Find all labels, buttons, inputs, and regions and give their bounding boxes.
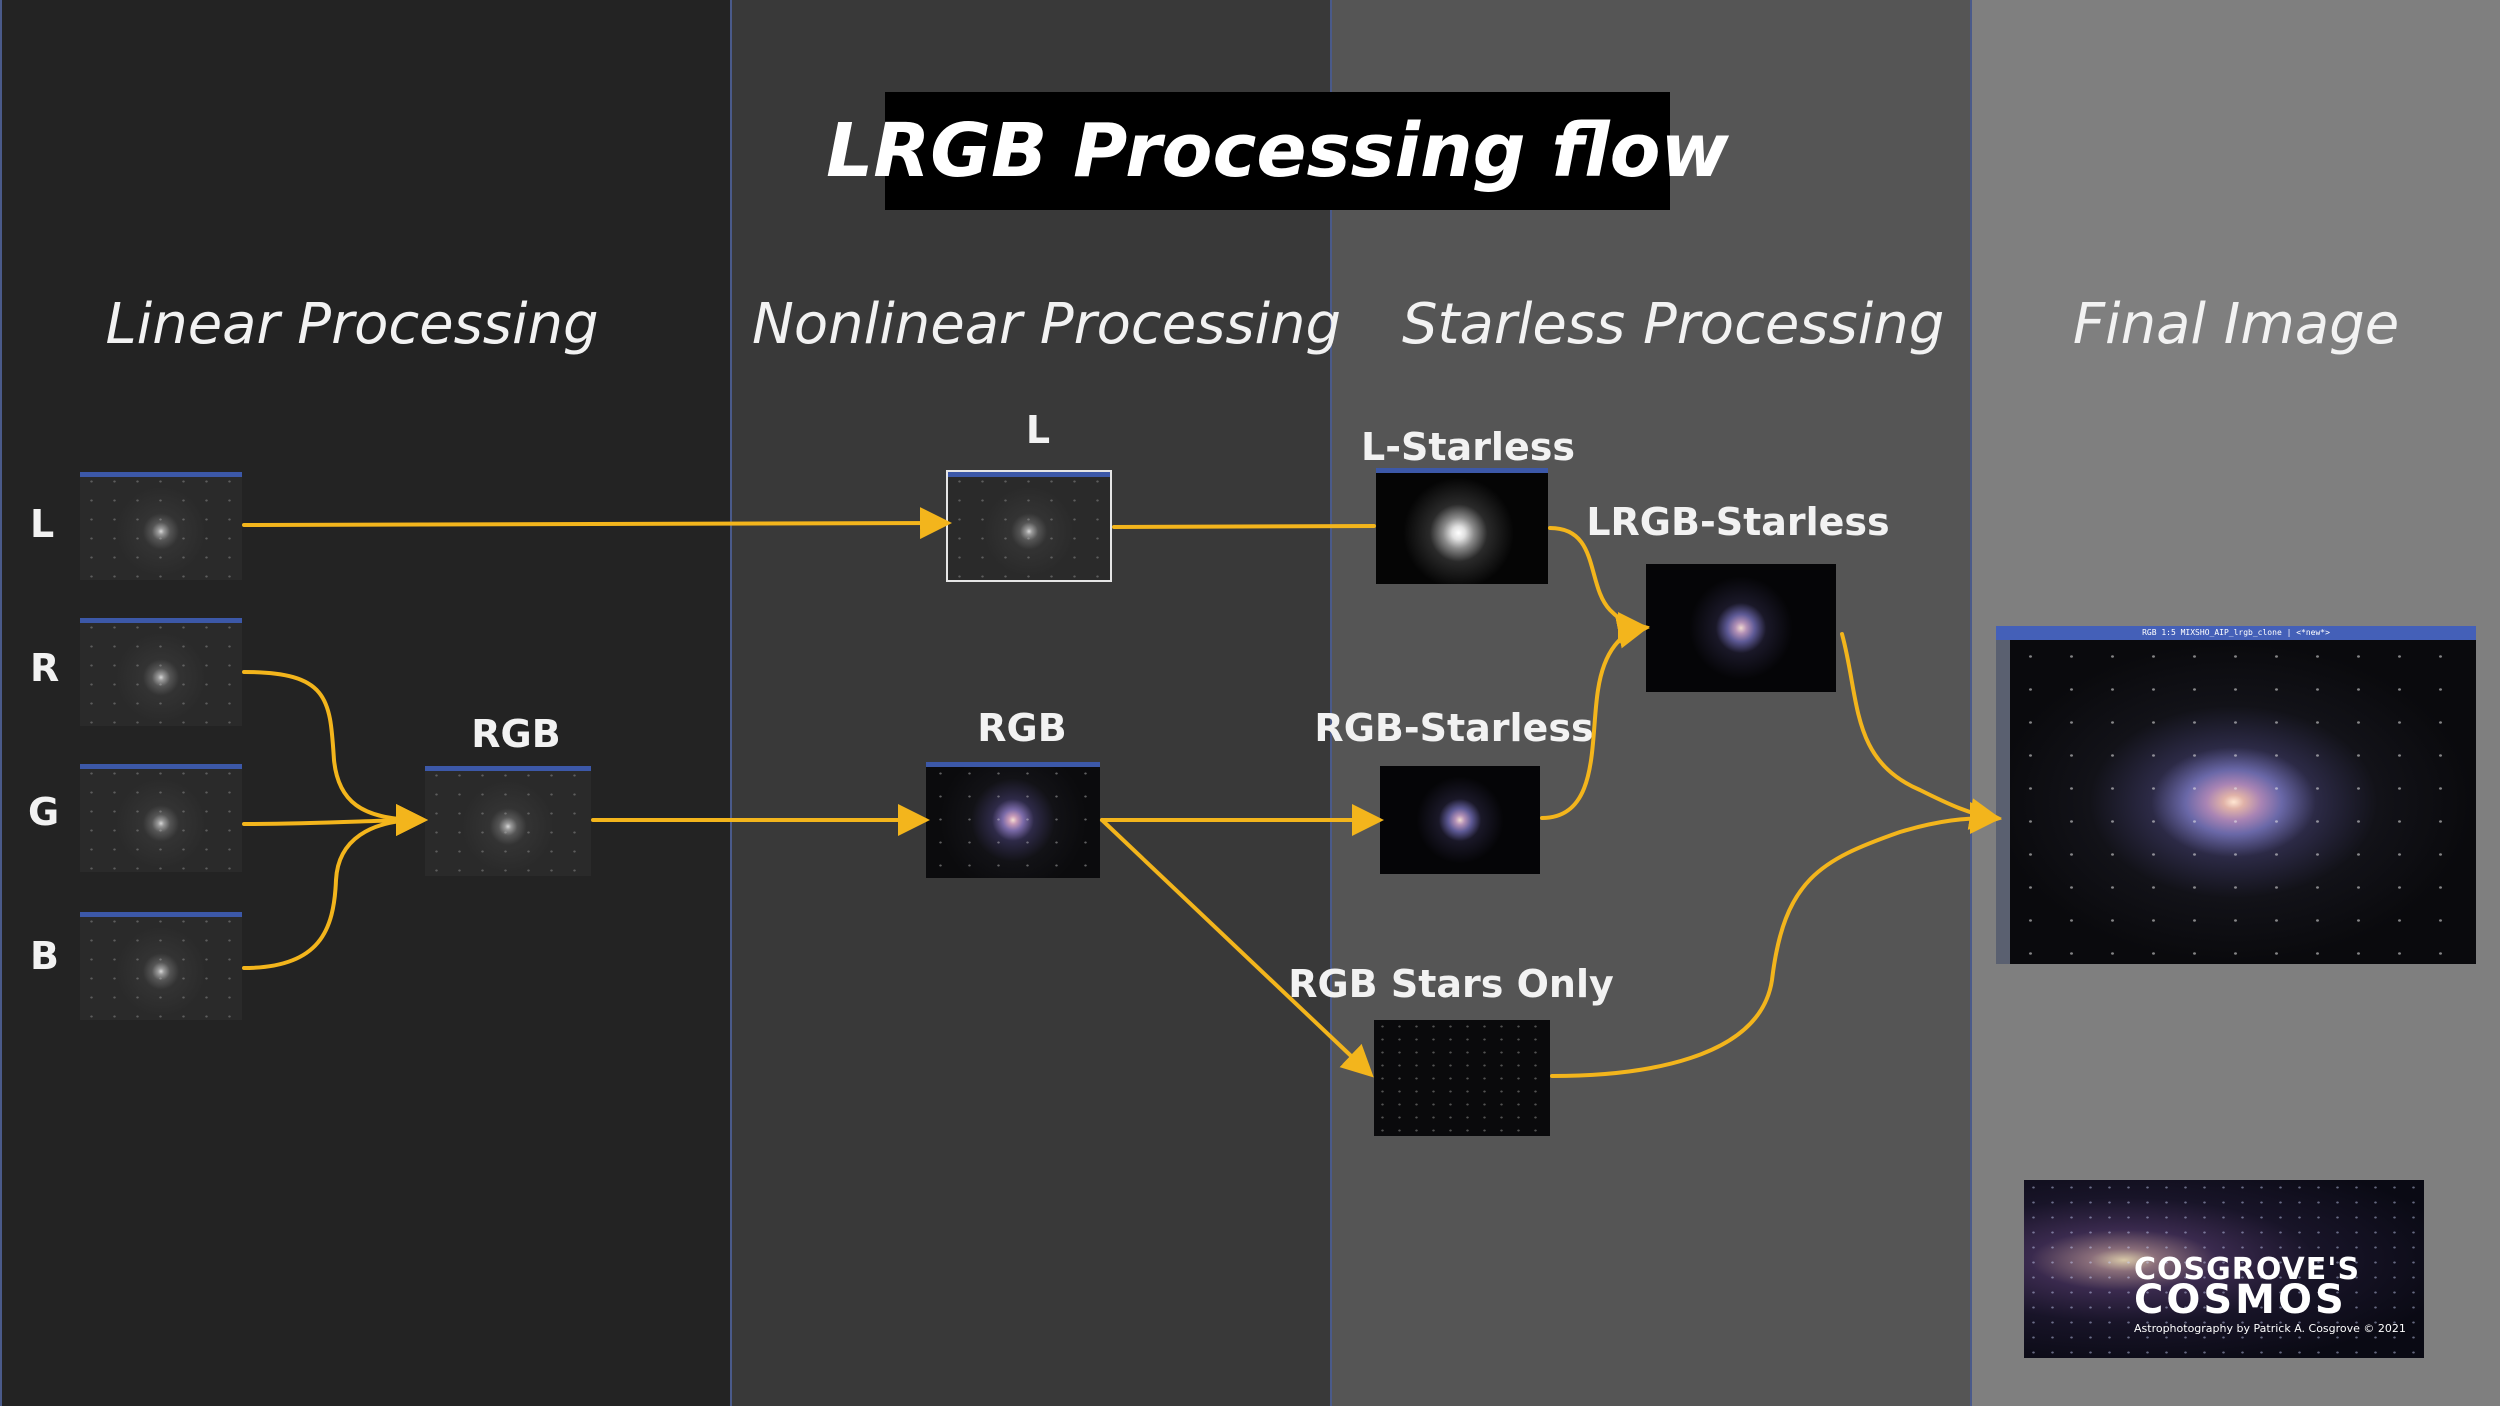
heading-linear: Linear Processing (105, 292, 599, 357)
logo-line-2: COSMOS (2134, 1277, 2347, 1323)
channel-label-r: R (30, 646, 60, 690)
thumbnail-rgb-nonlinear (926, 762, 1100, 878)
node-label-l-starless: L-Starless (1361, 425, 1575, 469)
thumbnail-g-linear (80, 764, 242, 872)
node-label-rgb-stars-only: RGB Stars Only (1288, 962, 1614, 1006)
heading-final: Final Image (2072, 292, 2400, 357)
thumbnail-b-linear (80, 912, 242, 1020)
cosgroves-cosmos-logo: COSGROVE'S COSMOS Astrophotography by Pa… (2024, 1180, 2424, 1358)
final-galaxy-image (2010, 640, 2476, 964)
final-image-window: RGB 1:5 MIXSHO_AIP_lrgb_clone | <*new*> (1996, 626, 2476, 964)
thumbnail-l-starless (1376, 468, 1548, 584)
channel-label-g: G (28, 790, 60, 834)
thumbnail-rgb-starless (1380, 766, 1540, 874)
thumbnail-r-linear (80, 618, 242, 726)
node-label-rgb-nonlinear: RGB (977, 706, 1067, 750)
heading-starless: Starless Processing (1402, 292, 1945, 357)
node-label-l-nonlinear: L (1025, 408, 1051, 452)
title-box: LRGB Processing flow (826, 92, 1729, 210)
column-nonlinear (732, 0, 1332, 1406)
logo-line-1: COSGROVE'S (2134, 1252, 2361, 1287)
thumbnail-rgb-linear (425, 766, 591, 876)
logo-line-3: Astrophotography by Patrick A. Cosgrove … (2134, 1322, 2406, 1335)
final-image-sidebar (1996, 640, 2010, 964)
node-label-lrgb-starless: LRGB-Starless (1586, 500, 1890, 544)
channel-label-b: B (30, 934, 59, 978)
thumbnail-l-linear (80, 472, 242, 580)
channel-label-l: L (30, 502, 55, 546)
thumbnail-rgb-stars-only (1374, 1020, 1550, 1136)
page-title: LRGB Processing flow (826, 108, 1729, 194)
column-starless (1332, 0, 1972, 1406)
thumbnail-l-nonlinear (946, 470, 1112, 582)
heading-nonlinear: Nonlinear Processing (752, 292, 1342, 357)
final-image-titlebar: RGB 1:5 MIXSHO_AIP_lrgb_clone | <*new*> (1996, 626, 2476, 640)
thumbnail-lrgb-starless (1646, 564, 1836, 692)
node-label-rgb-combined: RGB (471, 712, 561, 756)
node-label-rgb-starless: RGB-Starless (1314, 706, 1594, 750)
